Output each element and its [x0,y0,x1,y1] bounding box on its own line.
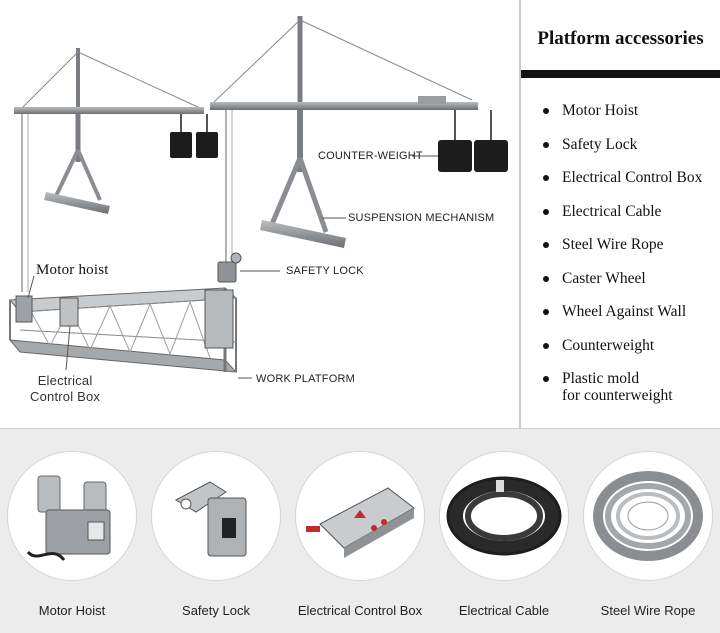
wire-rope-icon [583,451,713,581]
bullet-icon [543,242,549,248]
suspension-mechanism-label: SUSPENSION MECHANISM [348,212,495,224]
right-counterweight [438,110,508,172]
list-item: Motor Hoist [521,102,720,136]
product-caption: Motor Hoist [38,603,106,618]
control-box-icon [295,451,425,581]
list-item: Steel Wire Rope [521,236,720,270]
product-caption: Safety Lock [182,603,250,618]
list-item: Electrical Cable [521,203,720,237]
list-item: Wheel Against Wall [521,303,720,337]
panel-title: Platform accessories [537,28,704,49]
top-section: Motor hoist SAFETY LOCK COUNTER-WEIGHT S… [0,0,720,428]
bullet-icon [543,309,549,315]
safety-lock-device [217,252,242,283]
work-platform [8,287,238,373]
work-platform-label: WORK PLATFORM [256,373,355,385]
control-box-label: Electrical Control Box [30,373,101,404]
counter-weight-label: COUNTER-WEIGHT [318,150,423,162]
horizontal-divider [0,428,720,429]
product-strip: Motor Hoist Safety Lock Electrical Contr [0,429,720,633]
bullet-icon [543,208,549,215]
product-safety-lock: Safety Lock [144,451,288,618]
left-suspension-mechanism [14,48,204,214]
panel-title-bar [521,70,720,78]
bullet-icon [543,175,549,181]
right-suspension-mechanism [210,16,478,248]
product-steel-wire-rope: Steel Wire Rope [576,451,720,618]
list-item: Electrical Control Box [521,169,720,203]
bullet-icon [543,141,549,148]
cable-coil-icon [439,451,569,581]
product-electrical-cable: Electrical Cable [432,451,576,618]
motor-hoist-label: Motor hoist [36,262,109,278]
list-item: Safety Lock [521,136,720,170]
accessories-panel: Platform accessories Motor Hoist Safety … [521,0,720,428]
product-motor-hoist: Motor Hoist [0,451,144,618]
safety-lock-label: SAFETY LOCK [286,265,364,277]
platform-diagram: Motor hoist SAFETY LOCK COUNTER-WEIGHT S… [0,0,519,428]
bullet-icon [543,376,549,382]
bullet-icon [543,342,549,349]
bullet-icon [543,108,549,114]
list-item: Counterweight [521,337,720,371]
safety-lock-icon [151,451,281,581]
left-counterweight [170,114,218,158]
bullet-icon [543,275,549,282]
product-caption: Electrical Cable [458,603,550,618]
accessories-list: Motor Hoist Safety Lock Electrical Contr… [521,102,720,404]
motor-hoist-icon [7,451,137,581]
vertical-divider [519,0,521,428]
product-caption: Electrical Control Box [297,603,423,618]
list-item: Plastic mold for counterweight [521,370,720,404]
list-item: Caster Wheel [521,270,720,304]
product-caption: Steel Wire Rope [600,603,696,618]
product-control-box: Electrical Control Box [288,451,432,618]
suspended-platform-illustration [8,16,508,379]
